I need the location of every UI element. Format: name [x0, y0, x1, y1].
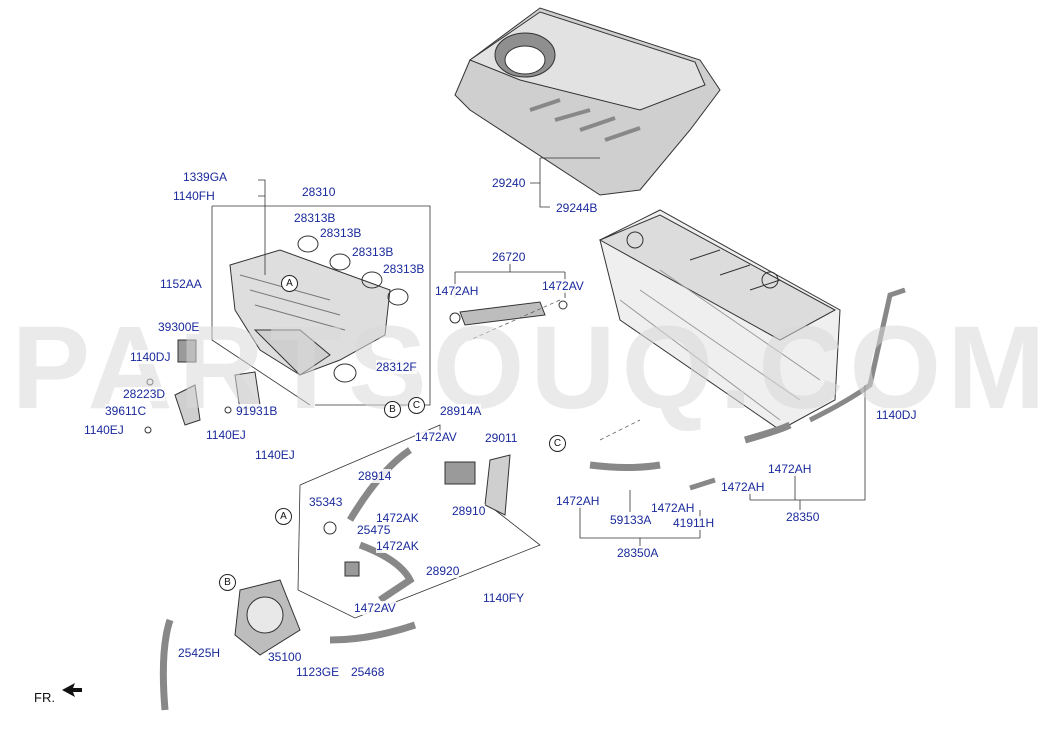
- part-label-29244b[interactable]: 29244B: [556, 201, 598, 215]
- part-label-1472ak-2[interactable]: 1472AK: [376, 539, 419, 553]
- part-label-25425h[interactable]: 25425H: [178, 646, 221, 660]
- part-label-1472ah-c[interactable]: 1472AH: [556, 494, 600, 508]
- sensor-parts[interactable]: [144, 339, 261, 434]
- part-label-59133a[interactable]: 59133A: [610, 513, 652, 527]
- part-label-1472ah-e[interactable]: 1472AH: [721, 480, 765, 494]
- part-label-1140dj-left[interactable]: 1140DJ: [130, 350, 171, 364]
- hoses-group[interactable]: [323, 447, 511, 603]
- part-label-35343[interactable]: 35343: [309, 495, 343, 509]
- callout-a-bottom: A: [275, 508, 292, 525]
- part-label-1472av-bot[interactable]: 1472AV: [354, 601, 396, 615]
- throttle-body[interactable]: [159, 579, 417, 711]
- part-label-28313b-3[interactable]: 28313B: [352, 245, 394, 259]
- part-label-1140ej-2[interactable]: 1140EJ: [206, 428, 246, 442]
- engine-cover[interactable]: [454, 7, 721, 196]
- part-label-28313b-4[interactable]: 28313B: [383, 262, 425, 276]
- part-label-1472ah-top[interactable]: 1472AH: [435, 284, 479, 298]
- intake-manifold[interactable]: [229, 249, 391, 376]
- callout-c-right: C: [549, 435, 566, 452]
- part-label-1140dj-right[interactable]: 1140DJ: [876, 408, 917, 422]
- fuel-rail[interactable]: [449, 300, 568, 326]
- part-label-1140fh[interactable]: 1140FH: [173, 189, 215, 203]
- part-label-28350a[interactable]: 28350A: [617, 546, 659, 560]
- part-label-29240[interactable]: 29240: [492, 176, 526, 190]
- callout-b-top: B: [384, 401, 401, 418]
- front-label: FR.: [34, 690, 55, 705]
- part-label-28313b-1[interactable]: 28313B: [294, 211, 336, 225]
- part-label-1140ej-1[interactable]: 1140EJ: [84, 423, 124, 437]
- part-label-35100[interactable]: 35100: [268, 650, 302, 664]
- part-label-28914[interactable]: 28914: [358, 469, 392, 483]
- part-label-39300e[interactable]: 39300E: [158, 320, 200, 334]
- part-label-1123ge[interactable]: 1123GE: [296, 665, 340, 679]
- part-label-28312f[interactable]: 28312F: [376, 360, 417, 374]
- cylinder-head[interactable]: [598, 209, 841, 431]
- part-label-26720[interactable]: 26720: [492, 250, 526, 264]
- part-label-1472av-top[interactable]: 1472AV: [542, 279, 584, 293]
- part-label-1152aa[interactable]: 1152AA: [160, 277, 202, 291]
- part-label-28350[interactable]: 28350: [786, 510, 820, 524]
- part-label-1339ga[interactable]: 1339GA: [183, 170, 228, 184]
- part-label-28313b-2[interactable]: 28313B: [320, 226, 362, 240]
- part-label-28310[interactable]: 28310: [302, 185, 336, 199]
- part-label-39611c[interactable]: 39611C: [105, 404, 147, 418]
- part-label-28914a[interactable]: 28914A: [440, 404, 482, 418]
- callout-c-top: C: [408, 397, 425, 414]
- part-label-25475[interactable]: 25475: [357, 523, 391, 537]
- part-label-28920[interactable]: 28920: [426, 564, 460, 578]
- part-label-25468[interactable]: 25468: [351, 665, 385, 679]
- callout-b-bottom: B: [219, 574, 236, 591]
- part-label-1140ej-3[interactable]: 1140EJ: [255, 448, 295, 462]
- part-label-1472ak-1[interactable]: 1472AK: [376, 511, 419, 525]
- part-label-91931b[interactable]: 91931B: [236, 404, 278, 418]
- part-label-28910[interactable]: 28910: [452, 504, 486, 518]
- gasket-rings[interactable]: [297, 235, 409, 383]
- part-label-1472ah-d[interactable]: 1472AH: [651, 501, 695, 515]
- coolant-hoses[interactable]: [589, 287, 906, 491]
- callout-a-top: A: [281, 275, 298, 292]
- front-arrow: [62, 683, 82, 697]
- part-label-41911h[interactable]: 41911H: [673, 516, 715, 530]
- part-label-28223d[interactable]: 28223D: [123, 387, 166, 401]
- part-label-29011[interactable]: 29011: [485, 431, 518, 445]
- part-label-1472av-mid[interactable]: 1472AV: [415, 430, 457, 444]
- part-label-1140fy[interactable]: 1140FY: [483, 591, 525, 605]
- part-label-1472ah-f[interactable]: 1472AH: [768, 462, 812, 476]
